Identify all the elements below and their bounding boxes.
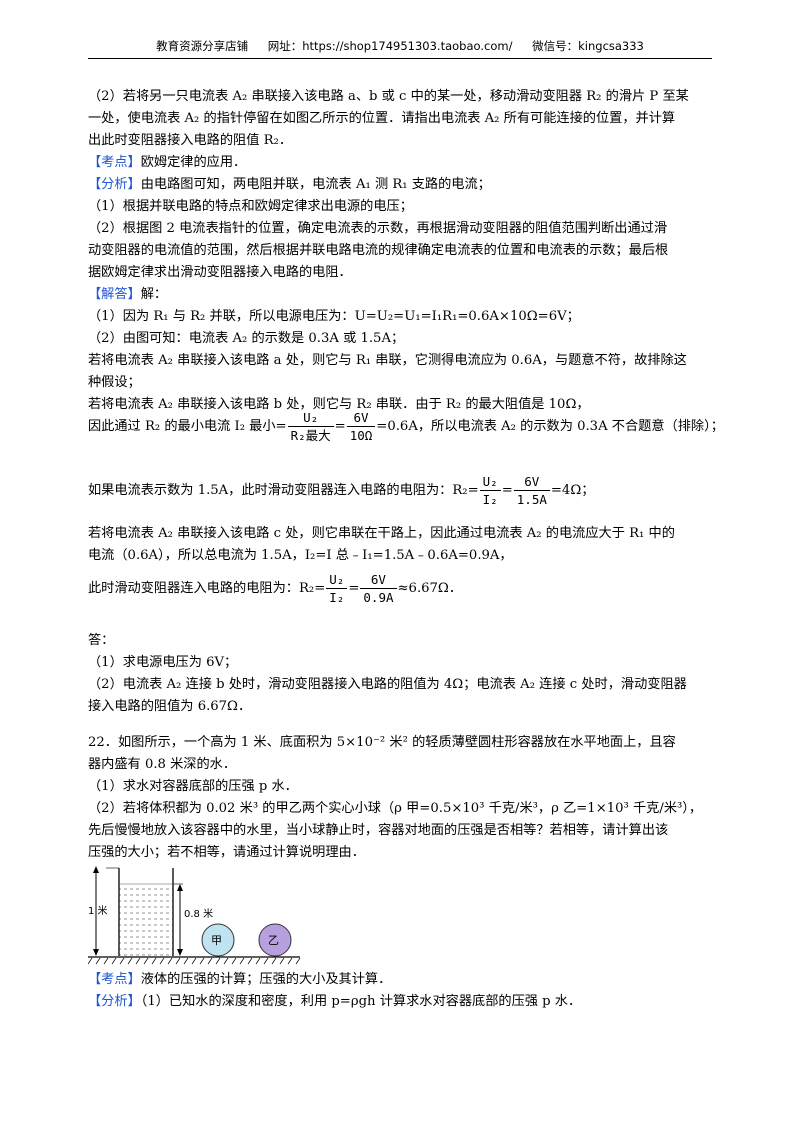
q21-kaodian: 【考点】欧姆定律的应用． <box>88 152 246 174</box>
q21-answer-label: 答： <box>88 633 115 648</box>
label-1m: 1 米 <box>88 904 108 917</box>
header-wechat: 微信号：kingcsa333 <box>532 39 644 53</box>
formula1-den-a: R₂最大 <box>287 426 334 444</box>
kaodian-tag: 【考点】 <box>88 155 141 170</box>
q21-solution-c-line1: 若将电流表 A₂ 串联接入该电路 c 处，则它串联在干路上，因此通过电流表 A₂… <box>88 526 675 541</box>
q22-part2-line1: （2）若将体积都为 0.02 米³ 的甲乙两个实心小球（ρ 甲=0.5×10³ … <box>88 801 703 816</box>
header-shop: 教育资源分享店铺 <box>156 39 249 53</box>
formula1-prefix: 因此通过 R₂ 的最小电流 I₂ 最小= <box>88 419 287 434</box>
kaodian-text: 液体的压强的计算；压强的大小及其计算． <box>140 972 392 987</box>
ball-jia-label: 甲 <box>211 934 222 947</box>
q22-part2-line3: 压强的大小；若不相等，请通过计算说明理由． <box>88 845 365 860</box>
q21-answer-2-line2: 接入电路的阻值为 6.67Ω． <box>88 699 252 714</box>
kaodian-tag: 【考点】 <box>88 972 141 987</box>
formula3-num-b: 6V <box>370 572 386 587</box>
formula2-den-a: I₂ <box>479 490 501 508</box>
jieda-text: 解： <box>140 287 168 302</box>
q21-jieda: 【解答】解： <box>88 284 167 306</box>
ball-jia <box>201 923 235 957</box>
page-header: 教育资源分享店铺 网址：https://shop174951303.taobao… <box>88 38 712 59</box>
header-url[interactable]: 网址：https://shop174951303.taobao.com/ <box>267 39 513 53</box>
q22-line1: 22．如图所示，一个高为 1 米、底面积为 5×10⁻² 米² 的轻质薄壁圆柱形… <box>88 735 676 750</box>
fenxi-tag: 【分析】 <box>88 994 141 1009</box>
q22-line2: 器内盛有 0.8 米深的水． <box>88 757 237 772</box>
q22-part1: （1）求水对容器底部的压强 p 水． <box>88 779 298 794</box>
formula3-suffix: ≈6.67Ω． <box>397 581 463 596</box>
q21-part2-line2: 一处，使电流表 A₂ 的指针停留在如图乙所示的位置．请指出电流表 A₂ 所有可能… <box>88 111 676 126</box>
label-08m: 0.8 米 <box>184 907 213 920</box>
formula2-prefix: 如果电流表示数为 1.5A，此时滑动变阻器连入电路的电阻为：R₂= <box>88 483 479 498</box>
formula2-num-b: 6V <box>524 474 540 489</box>
formula2-suffix: =4Ω； <box>550 483 595 498</box>
container-figure: 1 米 0.8 米 甲 乙 <box>88 866 301 965</box>
q21-solution-c-line2: 电流（0.6A），所以总电流为 1.5A，I₂=I 总﹣I₁=1.5A﹣0.6A… <box>88 548 513 563</box>
q22-kaodian: 【考点】液体的压强的计算；压强的大小及其计算． <box>88 969 391 991</box>
q21-answer-1: （1）求电源电压为 6V； <box>88 655 238 670</box>
formula3-prefix: 此时滑动变阻器连入电路的电阻为：R₂= <box>88 581 326 596</box>
fenxi-text: 由电路图可知，两电阻并联，电流表 A₁ 测 R₁ 支路的电流； <box>140 177 491 192</box>
q21-fenxi-1: （1）根据并联电路的特点和欧姆定律求出电源的电压； <box>88 199 413 214</box>
q21-fenxi: 【分析】由电路图可知，两电阻并联，电流表 A₁ 测 R₁ 支路的电流； <box>88 174 491 196</box>
q21-solution-1: （1）因为 R₁ 与 R₂ 并联，所以电源电压为：U=U₂=U₁=I₁R₁=0.… <box>88 309 580 324</box>
formula1-num-a: U₂ <box>303 410 319 425</box>
q21-solution-b: 若将电流表 A₂ 串联接入该电路 b 处，则它与 R₂ 串联．由于 R₂ 的最大… <box>88 397 590 412</box>
q21-part2-line3: 出此时变阻器接入电路的阻值 R₂． <box>88 133 293 148</box>
fenxi-text: （1）已知水的深度和密度，利用 p=ρgh 计算求水对容器底部的压强 p 水． <box>140 994 582 1009</box>
kaodian-text: 欧姆定律的应用． <box>140 155 247 170</box>
ball-yi-label: 乙 <box>268 934 279 947</box>
formula2-num-a: U₂ <box>482 474 498 489</box>
q21-fenxi-2-line3: 据欧姆定律求出滑动变阻器接入电路的电阻． <box>88 265 352 280</box>
ball-yi <box>258 923 292 957</box>
fenxi-tag: 【分析】 <box>88 177 141 192</box>
formula3-num-a: U₂ <box>329 572 345 587</box>
formula1-den-b: 10Ω <box>346 426 376 444</box>
q21-answer-2-line1: （2）电流表 A₂ 连接 b 处时，滑动变阻器接入电路的阻值为 4Ω；电流表 A… <box>88 677 687 692</box>
formula1-num-b: 6V <box>353 410 369 425</box>
q21-solution-a-line1: 若将电流表 A₂ 串联接入该电路 a 处，则它与 R₁ 串联，它测得电流应为 0… <box>88 353 687 368</box>
formula3-den-b: 0.9A <box>360 588 397 606</box>
q21-fenxi-2-line2: 动变阻器的电流值的范围，然后根据并联电路电流的规律确定电流表的位置和电流表的示数… <box>88 243 669 258</box>
formula2-den-b: 1.5A <box>513 490 550 508</box>
water-fill <box>119 884 173 956</box>
q21-solution-2: （2）由图可知：电流表 A₂ 的示数是 0.3A 或 1.5A； <box>88 331 405 346</box>
jieda-tag: 【解答】 <box>88 287 141 302</box>
q22-fenxi: 【分析】（1）已知水的深度和密度，利用 p=ρgh 计算求水对容器底部的压强 p… <box>88 991 581 1013</box>
q22-part2-line2: 先后慢慢地放入该容器中的水里，当小球静止时，容器对地面的压强是否相等？若相等，请… <box>88 823 669 838</box>
q21-fenxi-2-line1: （2）根据图 2 电流表指针的位置，确定电流表的示数，再根据滑动变阻器的阻值范围… <box>88 221 668 236</box>
formula1-suffix: =0.6A，所以电流表 A₂ 的示数为 0.3A 不合题意（排除）； <box>376 419 724 434</box>
formula3-den-a: I₂ <box>326 588 348 606</box>
q21-part2-line1: （2）若将另一只电流表 A₂ 串联接入该电路 a、b 或 c 中的某一处，移动滑… <box>88 89 689 104</box>
q21-solution-a-line2: 种假设； <box>88 375 141 390</box>
